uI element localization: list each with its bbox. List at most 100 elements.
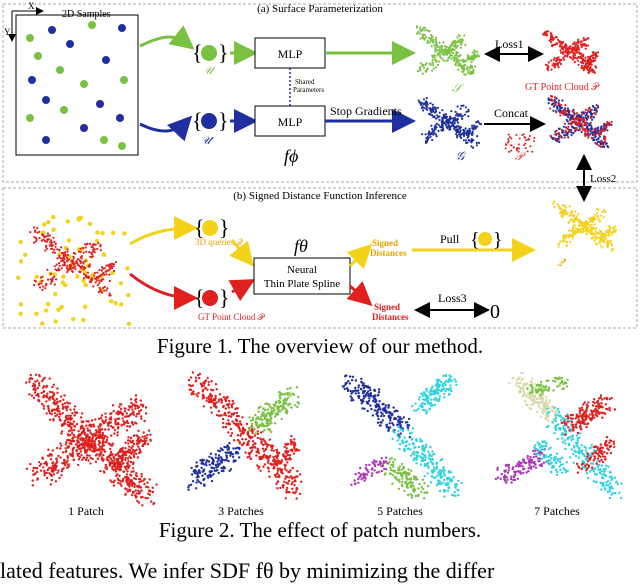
patch-point — [233, 460, 235, 462]
patch-point — [440, 476, 442, 478]
cloud-point — [584, 111, 586, 113]
patch-point — [56, 472, 58, 474]
cloud-point — [427, 103, 429, 105]
patch-point — [117, 478, 119, 480]
patch-point — [59, 442, 61, 444]
patch-point — [126, 450, 128, 452]
patch-point — [223, 466, 225, 468]
cloud-point — [449, 117, 451, 119]
cloud-point — [574, 224, 576, 226]
patch-point — [443, 495, 445, 497]
patch-point — [368, 397, 370, 399]
patch-point — [408, 418, 410, 420]
patch-point — [394, 417, 396, 419]
cloud-point — [445, 46, 447, 48]
patch-point — [120, 424, 122, 426]
patch-point — [413, 443, 415, 445]
cloud-point — [451, 55, 453, 57]
cloud-point — [464, 64, 466, 66]
patch-point — [442, 468, 444, 470]
cloud-point — [582, 60, 584, 62]
cloud-point — [529, 145, 531, 147]
cloud-point — [591, 119, 593, 121]
patch-point — [90, 442, 92, 444]
patch-point — [425, 388, 427, 390]
patch-point — [81, 412, 83, 414]
cloud-point — [600, 215, 602, 217]
cloud-point — [608, 232, 610, 234]
patch-point — [270, 449, 272, 451]
cloud-point — [584, 57, 586, 59]
f-phi-label: fϕ — [284, 146, 298, 166]
cloud-point — [41, 240, 43, 242]
cloud-point — [455, 54, 457, 56]
cloud-point — [599, 237, 601, 239]
loss3-label: Loss3 — [438, 291, 467, 305]
patch-point — [254, 435, 256, 437]
patch-point — [258, 410, 260, 412]
patch-point — [381, 470, 383, 472]
patch-point — [99, 446, 101, 448]
cloud-point — [463, 68, 465, 70]
cloud-point — [524, 136, 526, 138]
patch-point — [273, 450, 275, 452]
patch-point — [439, 490, 441, 492]
gt-red-dot — [202, 290, 218, 306]
patch-point — [65, 447, 67, 449]
patch-point — [392, 406, 394, 408]
cloud-point — [98, 282, 100, 284]
cloud-point — [44, 287, 46, 289]
cloud-point — [580, 67, 582, 69]
patch-point — [128, 485, 130, 487]
patch-point — [374, 461, 376, 463]
cloud-point — [605, 127, 607, 129]
patch-point — [135, 496, 137, 498]
patch-point — [76, 450, 78, 452]
patch-point — [207, 377, 209, 379]
cloud-point — [571, 110, 573, 112]
patch-point — [192, 371, 194, 373]
patch-point — [211, 480, 213, 482]
patch-point — [373, 389, 375, 391]
cloud-point — [602, 211, 604, 213]
patch-point — [383, 468, 385, 470]
patch-point — [93, 441, 95, 443]
patch-point — [422, 409, 424, 411]
patch-point — [135, 398, 137, 400]
patch-point — [36, 471, 38, 473]
patch-point — [102, 449, 104, 451]
patch-point — [284, 465, 286, 467]
cloud-point — [554, 100, 556, 102]
patch-point — [410, 486, 412, 488]
patch-point — [284, 467, 286, 469]
patch-point — [59, 456, 61, 458]
query-point — [71, 317, 75, 321]
cloud-point — [91, 253, 93, 255]
cloud-point — [73, 252, 75, 254]
cloud-point — [466, 111, 468, 113]
cloud-point — [460, 113, 462, 115]
s-label: 𝒮 — [452, 81, 465, 95]
patch-point — [37, 393, 39, 395]
cloud-point — [451, 122, 453, 124]
patch-point — [55, 480, 57, 482]
cloud-point — [469, 132, 471, 134]
patch-point — [455, 384, 457, 386]
cloud-point — [558, 246, 560, 248]
patch-point — [66, 461, 68, 463]
cloud-point — [596, 212, 598, 214]
cloud-point — [437, 116, 439, 118]
patch-point — [101, 445, 103, 447]
patch-point — [407, 494, 409, 496]
cloud-point — [558, 103, 560, 105]
cloud-point — [447, 52, 449, 54]
patch-point — [212, 399, 214, 401]
patch-point — [152, 503, 154, 505]
patch-point — [421, 486, 423, 488]
patch-point — [108, 442, 110, 444]
patch-point — [120, 480, 122, 482]
cloud-point — [430, 133, 432, 135]
patch-point — [231, 404, 233, 406]
patch-point — [419, 396, 421, 398]
patch-point — [437, 482, 439, 484]
